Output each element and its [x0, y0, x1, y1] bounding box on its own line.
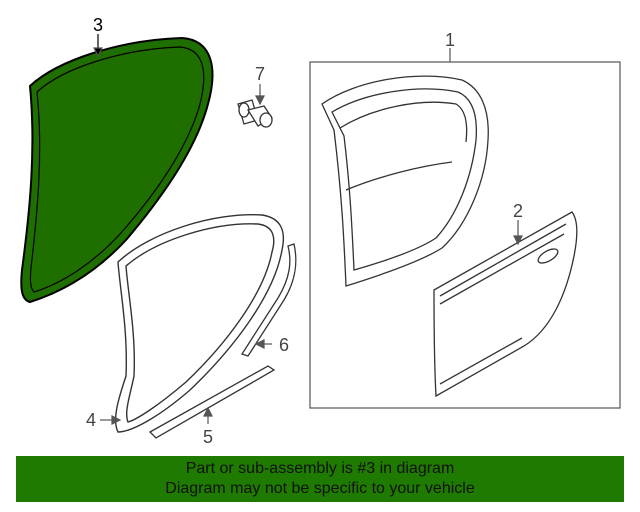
part-5-sill-seal[interactable]: [148, 365, 276, 439]
footer-line-1: Part or sub-assembly is #3 in diagram: [185, 460, 455, 477]
part-6-pillar-seal[interactable]: [241, 243, 297, 357]
part-2-outer-panel[interactable]: [433, 211, 578, 398]
leader-lines: [93, 34, 523, 425]
parts-diagram: 1 2 3 4 5 6 7: [20, 15, 621, 447]
part-3-outer: [20, 36, 214, 304]
callout-1: 1: [445, 30, 455, 50]
footer-banner: Part or sub-assembly is #3 in diagram Di…: [16, 456, 624, 502]
callout-5: 5: [203, 427, 213, 447]
callout-7: 7: [255, 64, 265, 84]
part-1-door-shell[interactable]: [321, 75, 489, 287]
callout-3: 3: [93, 15, 103, 35]
footer-line-2: Diagram may not be specific to your vehi…: [165, 480, 475, 497]
part-7-plug[interactable]: [237, 99, 273, 128]
part-1-box: [309, 61, 621, 409]
callout-2: 2: [513, 201, 523, 221]
part-3-inner-line: [29, 46, 205, 293]
part-4-door-opening-seal[interactable]: [114, 214, 285, 433]
part-3-weatherstrip[interactable]: [20, 36, 214, 304]
callout-6: 6: [279, 335, 289, 355]
callout-4: 4: [86, 410, 96, 430]
